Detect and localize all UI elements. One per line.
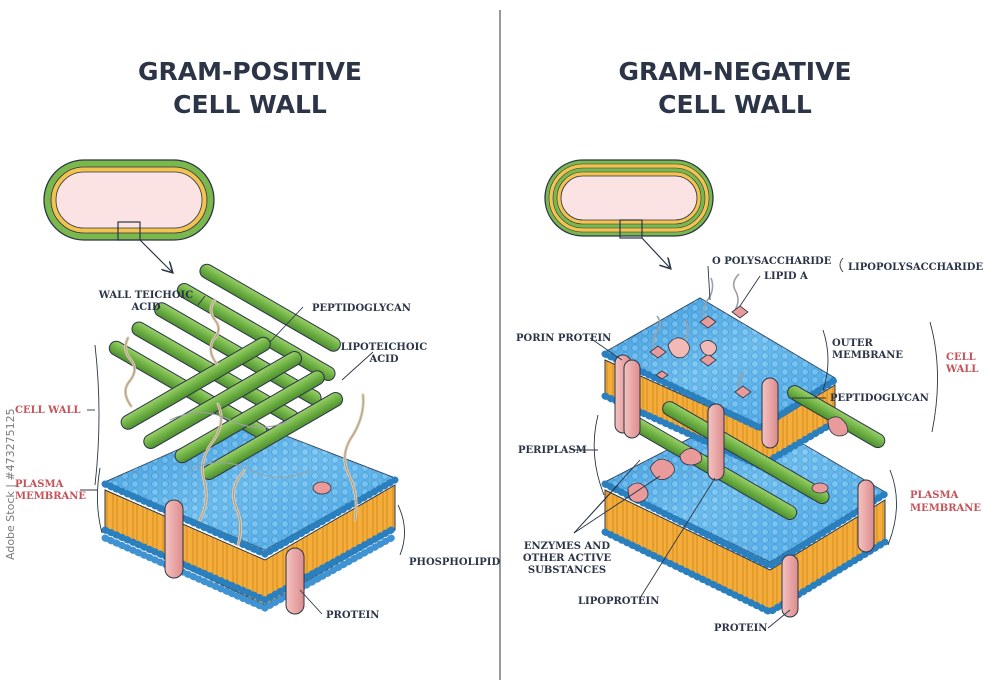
label-cell-wall-right-1: CELL [946,352,976,363]
label-lipoteichoic-acid-1: LIPOTEICHOIC [341,342,427,353]
gram-negative-bacterium [544,159,714,239]
left-membrane-protein-2 [285,547,305,615]
label-peptidoglycan-left: PEPTIDOGLYCAN [312,303,411,314]
label-protein-left: PROTEIN [326,610,379,621]
label-outer-membrane-2: MEMBRANE [832,350,903,361]
right-outer-protein [761,377,779,449]
label-plasma-membrane-left-2: MEMBRANE [15,491,86,502]
left-surface-protein [312,481,332,495]
label-lipoteichoic-acid-2: ACID [368,354,398,365]
watermark: Adobe Stock | #473275125 [4,408,17,560]
right-plasma-protein-2 [781,554,799,618]
label-enzymes-1: ENZYMES AND [524,541,610,552]
label-cell-wall-right-2: WALL [945,364,978,375]
label-plasma-membrane-right-1: PLASMA [910,490,959,501]
left-leader-lines [80,295,405,615]
lipoprotein [707,403,725,481]
label-peptidoglycan-right: PEPTIDOGLYCAN [830,393,929,404]
left-peptidoglycan-rods [108,263,344,480]
label-porin-protein: PORIN PROTEIN [516,333,611,344]
left-zoom-arrow [139,239,172,272]
label-lipid-a: LIPID A [764,271,808,282]
gram-positive-bacterium [43,159,215,241]
right-title-line2: CELL WALL [658,90,812,119]
label-enzymes-3: SUBSTANCES [528,565,606,576]
left-title-line1: GRAM-POSITIVE [138,57,362,86]
left-title-line2: CELL WALL [173,90,327,119]
label-lipoprotein: LIPOPROTEIN [578,596,659,607]
right-zoom-arrow [641,237,670,268]
label-o-polysaccharide: O POLYSACCHARIDE [712,256,832,267]
label-protein-right: PROTEIN [714,623,767,634]
label-cell-wall-left: CELL WALL [15,405,81,416]
label-plasma-membrane-right-2: MEMBRANE [910,503,981,514]
porin-protein [614,354,641,439]
label-phospholipid: PHOSPHOLIPID [409,557,500,568]
right-plasma-protein-1 [857,479,875,553]
right-title-line1: GRAM-NEGATIVE [618,57,851,86]
label-periplasm: PERIPLASM [518,445,587,456]
right-leader-lines [573,257,938,629]
label-plasma-membrane-left-1: PLASMA [15,479,64,490]
lipopolysaccharide-group [649,273,752,399]
label-enzymes-2: OTHER ACTIVE [523,553,612,564]
label-wall-teichoic-acid-2: ACID [130,302,160,313]
label-lipopolysaccharide: LIPOPOLYSACCHARIDE [848,262,983,273]
label-wall-teichoic-acid-1: WALL TEICHOIC [98,290,193,301]
label-outer-membrane-1: OUTER [832,338,873,349]
left-teichoic-acid-outline [125,299,364,546]
left-membrane-protein-1 [164,499,184,579]
